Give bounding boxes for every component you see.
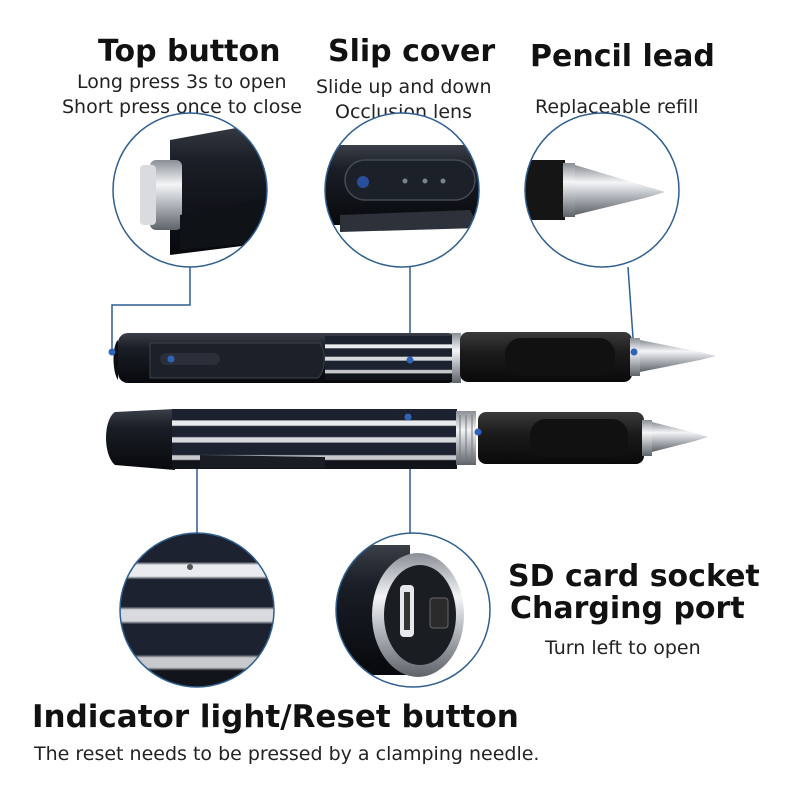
sd-card-line1: Turn left to open (545, 637, 701, 659)
top-button-line2: Short press once to close (62, 96, 302, 118)
sd-card-title: SD card socket (508, 559, 760, 594)
pencil-lead-line1: Replaceable refill (535, 96, 699, 118)
detail-sd-card-port (336, 533, 490, 687)
detail-slip-cover (325, 113, 479, 267)
charging-port-title: Charging port (510, 591, 745, 626)
leader-pencil-lead (627, 266, 635, 353)
pen-assembled (113, 332, 716, 383)
slip-cover-line2: Occlusion lens (335, 101, 472, 123)
indicator-title: Indicator light/Reset button (32, 699, 519, 735)
detail-pencil-lead (525, 113, 679, 267)
leader-top-button (111, 267, 191, 352)
indicator-line1: The reset needs to be pressed by a clamp… (34, 743, 540, 765)
leader-lines (111, 266, 635, 533)
detail-indicator-light (120, 533, 274, 687)
pencil-lead-title: Pencil lead (530, 39, 715, 74)
slip-cover-line1: Slide up and down (316, 76, 492, 98)
top-button-title: Top button (98, 34, 281, 69)
slip-cover-title: Slip cover (328, 34, 496, 69)
top-button-line1: Long press 3s to open (77, 71, 287, 93)
